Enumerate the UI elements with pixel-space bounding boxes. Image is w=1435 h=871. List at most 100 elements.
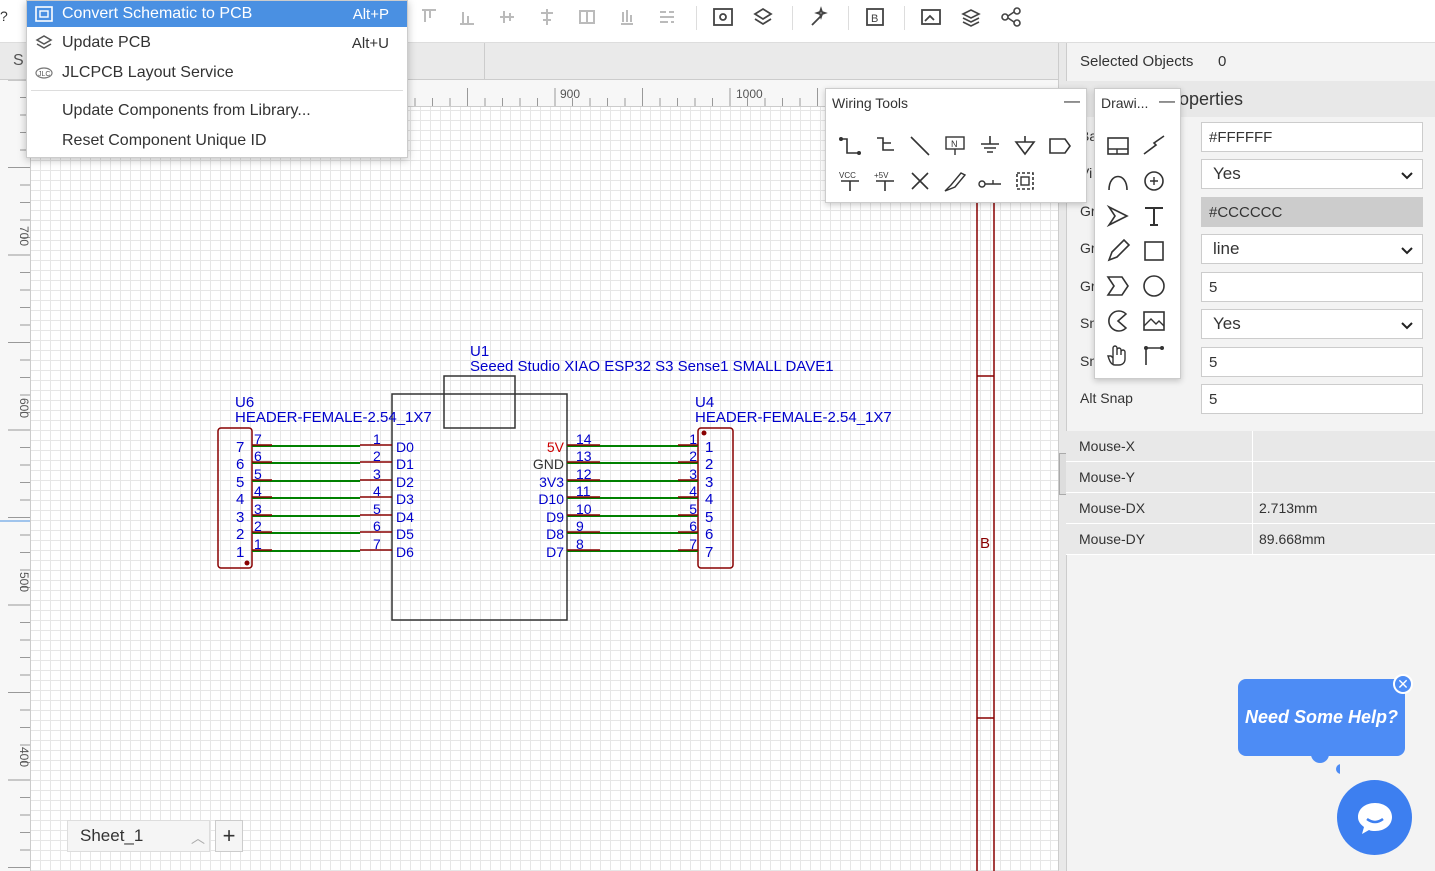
menu-item-reset-unique-id[interactable]: Reset Component Unique ID <box>27 127 407 155</box>
menu-item-label: Reset Component Unique ID <box>62 132 267 149</box>
properties-header: operties <box>1179 89 1244 109</box>
chevron-up-icon[interactable]: ︿ <box>191 830 205 846</box>
u4-pin-label: 2 <box>689 448 697 464</box>
add-sheet-button[interactable]: + <box>215 820 243 852</box>
arrowhead-icon[interactable] <box>1103 201 1133 231</box>
menu-separator <box>31 90 403 91</box>
property-input[interactable]: #CCCCCC <box>1201 197 1423 227</box>
net-label-icon[interactable]: N <box>940 131 970 161</box>
menu-item-update-pcb[interactable]: Update PCB Alt+U <box>27 29 407 57</box>
menu-item-update-components[interactable]: Update Components from Library... <box>27 97 407 125</box>
mouse-info-value: 89.668mm <box>1259 531 1326 547</box>
text-icon[interactable] <box>1139 201 1169 231</box>
help-close-button[interactable]: ✕ <box>1393 674 1413 694</box>
distribute-icon[interactable] <box>654 4 680 30</box>
line-icon[interactable] <box>905 131 935 161</box>
group-icon[interactable] <box>1010 166 1040 196</box>
image-export-icon[interactable] <box>918 4 944 30</box>
align-hcenter-icon[interactable] <box>534 4 560 30</box>
minimize-button[interactable]: — <box>1159 93 1175 110</box>
property-value: #CCCCCC <box>1209 203 1283 221</box>
svg-text:N: N <box>951 139 958 149</box>
u6-pin-number: 7 <box>236 439 244 456</box>
property-input[interactable]: 5 <box>1201 384 1423 414</box>
sheet-tab[interactable]: Sheet_1 ︿ <box>67 820 210 852</box>
u1-pin-name: D10 <box>538 491 564 507</box>
pie-icon[interactable] <box>1103 306 1133 336</box>
mouse-info-key: Mouse-X <box>1079 438 1136 454</box>
chevron-down-icon <box>1400 242 1414 262</box>
menu-item-label: JLCPCB Layout Service <box>62 64 234 81</box>
bom-icon[interactable]: B <box>862 4 888 30</box>
ground-icon[interactable] <box>975 131 1005 161</box>
u1-antenna <box>443 375 516 429</box>
distribute-h-icon[interactable] <box>574 4 600 30</box>
convert-pcb-toolbar-icon[interactable] <box>710 4 736 30</box>
wire-icon[interactable] <box>835 131 865 161</box>
jlcpcb-icon: JLC <box>35 64 53 82</box>
help-bubble[interactable]: Need Some Help? <box>1238 679 1405 756</box>
drawing-tools-window[interactable]: Drawi... — <box>1094 88 1181 379</box>
u1-pin-number: 8 <box>576 536 584 552</box>
probe-icon[interactable] <box>940 166 970 196</box>
minimize-button[interactable]: — <box>1064 93 1080 110</box>
property-label: Sn <box>1080 315 1098 331</box>
u1-pin-name: GND <box>533 456 564 472</box>
no-connect-icon[interactable] <box>905 166 935 196</box>
align-vcenter-icon[interactable] <box>494 4 520 30</box>
rectangle-icon[interactable] <box>1139 236 1169 266</box>
magic-wand-icon[interactable] <box>806 4 832 30</box>
property-select[interactable]: Yes <box>1201 309 1423 339</box>
tab-label[interactable]: S <box>13 52 24 69</box>
image-icon[interactable] <box>1139 306 1169 336</box>
property-value: 5 <box>1209 390 1218 408</box>
hand-pan-icon[interactable] <box>1103 341 1133 371</box>
frame-label: B <box>980 535 990 552</box>
property-select[interactable]: Yes <box>1201 159 1423 189</box>
drag-corner-icon[interactable] <box>1139 341 1169 371</box>
vcc-icon[interactable]: VCC <box>835 166 865 196</box>
u4-pin-number: 5 <box>705 509 713 526</box>
help-char: ? <box>0 8 8 24</box>
distribute-v-icon[interactable] <box>614 4 640 30</box>
toolbar-separator <box>792 6 793 30</box>
chat-button[interactable] <box>1337 780 1412 855</box>
schematic-canvas[interactable]: U1 Seeed Studio XIAO ESP32 S3 Sense1 SMA… <box>0 80 1058 871</box>
update-pcb-toolbar-icon[interactable] <box>750 4 776 30</box>
menu-item-convert-pcb[interactable]: Convert Schematic to PCB Alt+P <box>27 1 407 27</box>
plus5v-icon[interactable]: +5V <box>870 166 900 196</box>
mouse-info-row: Mouse-Y <box>1066 462 1435 493</box>
property-label: Gr <box>1080 240 1096 256</box>
property-input[interactable]: 5 <box>1201 272 1423 302</box>
selected-objects-count: 0 <box>1218 53 1227 70</box>
bezier-icon[interactable] <box>1103 166 1133 196</box>
polygon-icon[interactable] <box>1103 271 1133 301</box>
u4-pin-label: 7 <box>689 536 697 552</box>
bus-icon[interactable] <box>870 131 900 161</box>
help-bubble-tail <box>1311 745 1340 774</box>
share-icon[interactable] <box>998 4 1024 30</box>
u4-pin-number: 3 <box>705 474 713 491</box>
net-port-icon[interactable] <box>1010 131 1040 161</box>
freehand-icon[interactable] <box>1103 236 1133 266</box>
circle-icon[interactable] <box>1139 271 1169 301</box>
align-bottom-icon[interactable] <box>454 4 480 30</box>
menu-item-jlcpcb-layout[interactable]: JLC JLCPCB Layout Service <box>27 59 407 87</box>
property-input[interactable]: #FFFFFF <box>1201 122 1423 152</box>
property-value: #FFFFFF <box>1209 128 1273 146</box>
u1-pin-number: 9 <box>576 518 584 534</box>
u6-pin-label: 4 <box>254 483 262 499</box>
polyline-icon[interactable] <box>1139 131 1169 161</box>
arc-icon[interactable] <box>1139 166 1169 196</box>
net-flag-icon[interactable] <box>1045 131 1075 161</box>
svg-text:B: B <box>871 13 878 25</box>
pin-icon[interactable] <box>975 166 1005 196</box>
property-input[interactable]: 5 <box>1201 347 1423 377</box>
layers-icon[interactable] <box>958 4 984 30</box>
u1-pin-number: 1 <box>373 431 381 447</box>
frame-icon[interactable] <box>1103 131 1133 161</box>
property-select[interactable]: line <box>1201 234 1423 264</box>
align-top-icon[interactable] <box>416 4 442 30</box>
